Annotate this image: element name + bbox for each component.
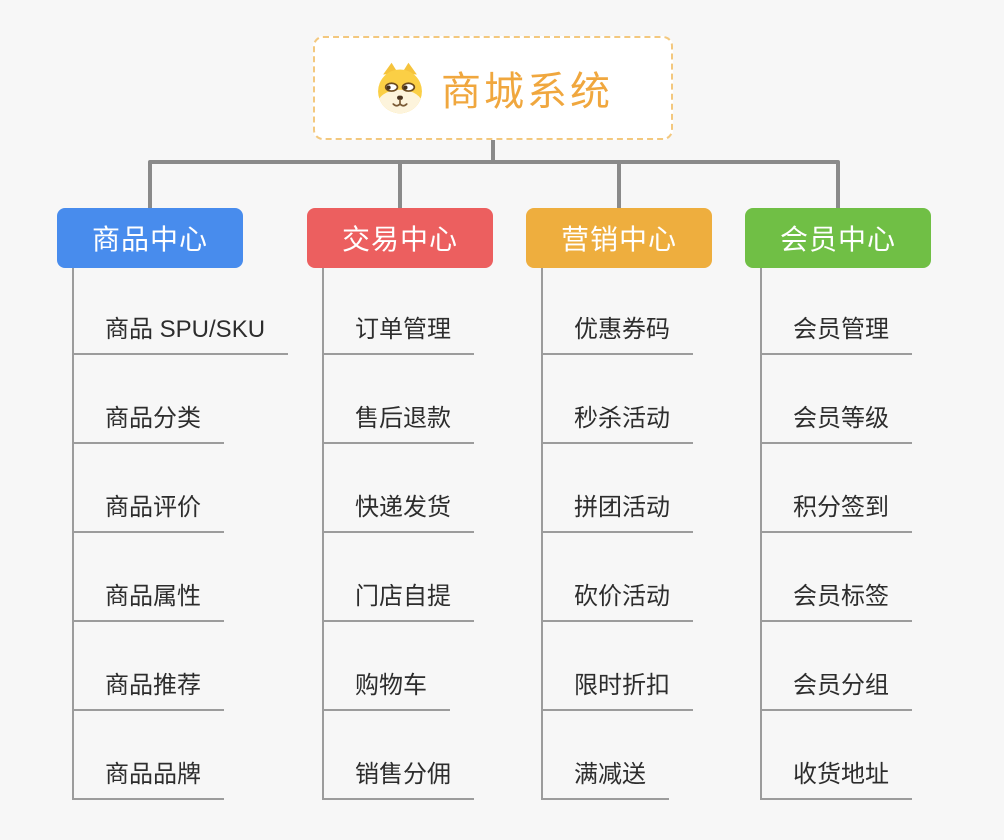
branch-item[interactable]: 拼团活动 (541, 492, 693, 533)
branch-item[interactable]: 商品分类 (72, 403, 224, 444)
branch-item[interactable]: 会员管理 (760, 314, 912, 355)
branch-item[interactable]: 商品品牌 (72, 759, 224, 800)
root-title: 商城系统 (441, 70, 613, 114)
branch-stem-line (322, 268, 324, 800)
branch-item[interactable]: 收货地址 (760, 759, 912, 800)
branch-item[interactable]: 满减送 (541, 759, 669, 800)
branch-item[interactable]: 订单管理 (322, 314, 474, 355)
branch-bus-line (148, 160, 840, 164)
branch-item[interactable]: 售后退款 (322, 403, 474, 444)
root-node[interactable]: 商城系统 (313, 36, 673, 140)
connector-drop-line (617, 162, 621, 209)
branch-item[interactable]: 会员标签 (760, 581, 912, 622)
root-connector-line (491, 139, 495, 163)
branch-item[interactable]: 限时折扣 (541, 670, 693, 711)
branch-stem-line (72, 268, 74, 800)
branch-node-trade-center[interactable]: 交易中心 (307, 208, 493, 268)
branch-item[interactable]: 门店自提 (322, 581, 474, 622)
branch-item[interactable]: 会员等级 (760, 403, 912, 444)
branch-item[interactable]: 商品推荐 (72, 670, 224, 711)
branch-node-marketing-center[interactable]: 营销中心 (526, 208, 712, 268)
branch-stem-line (760, 268, 762, 800)
branch-item[interactable]: 销售分佣 (322, 759, 474, 800)
branch-item[interactable]: 会员分组 (760, 670, 912, 711)
branch-node-goods-center[interactable]: 商品中心 (57, 208, 243, 268)
branch-item[interactable]: 商品评价 (72, 492, 224, 533)
connector-drop-line (148, 162, 152, 209)
branch-item[interactable]: 秒杀活动 (541, 403, 693, 444)
branch-item[interactable]: 商品 SPU/SKU (72, 314, 289, 355)
connector-drop-line (836, 162, 840, 209)
branch-item[interactable]: 商品属性 (72, 581, 224, 622)
branch-item[interactable]: 砍价活动 (541, 581, 693, 622)
branch-node-member-center[interactable]: 会员中心 (745, 208, 931, 268)
connector-drop-line (398, 162, 402, 209)
branch-stem-line (541, 268, 543, 800)
branch-item[interactable]: 购物车 (322, 670, 450, 711)
branch-item[interactable]: 优惠券码 (541, 314, 693, 355)
branch-item[interactable]: 快递发货 (322, 492, 474, 533)
branch-item[interactable]: 积分签到 (760, 492, 912, 533)
dog-face-icon (378, 62, 422, 114)
